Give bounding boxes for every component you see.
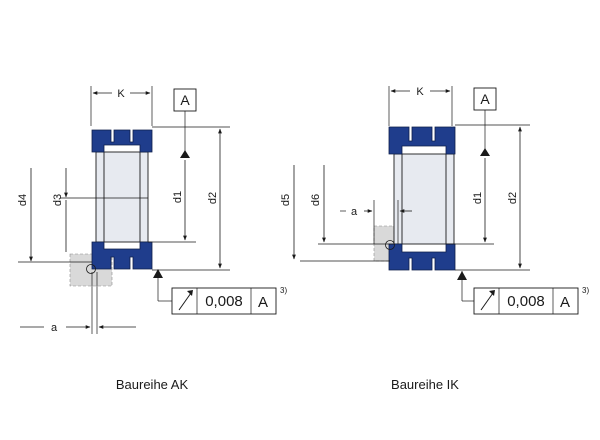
right-seal-bottom [388, 243, 456, 271]
left-d4-label: d4 [17, 194, 29, 206]
right-note-ref: 3) [582, 286, 589, 295]
left-seal-bottom [91, 241, 153, 270]
left-caption: Baureihe AK [116, 377, 189, 392]
right-d2-label: d2 [507, 192, 519, 204]
left-d3-label: d3 [52, 194, 64, 206]
right-tolerance-frame: 0,008 A [473, 287, 579, 315]
left-tolerance-frame: 0,008 A [171, 287, 277, 315]
svg-text:0,008: 0,008 [507, 293, 545, 310]
right-caption: Baureihe IK [391, 377, 459, 392]
svg-text:A: A [560, 294, 570, 311]
right-k-label: K [416, 86, 424, 98]
left-k-label: K [117, 88, 125, 100]
right-datum-label: A [480, 91, 490, 107]
left-seal-top [91, 129, 153, 153]
right-view: K A d5 d6 a [280, 86, 589, 392]
left-a-label: a [51, 322, 58, 334]
right-d1-label: d1 [472, 192, 484, 204]
runout-arrow-icon [178, 292, 192, 311]
left-d1-label: d1 [172, 191, 184, 203]
left-datum-label: A [180, 92, 190, 108]
right-ring [393, 153, 455, 245]
svg-text:A: A [258, 294, 268, 311]
right-d5-label: d5 [280, 194, 292, 206]
left-note-ref: 3) [280, 286, 287, 295]
right-d6-label: d6 [310, 194, 322, 206]
left-ring [95, 151, 149, 243]
runout-arrow-icon [480, 292, 494, 311]
right-seal-top [388, 126, 456, 155]
left-view: K A d4 d3 d1 d2 [17, 86, 287, 392]
left-d2-label: d2 [207, 192, 219, 204]
svg-text:0,008: 0,008 [205, 293, 243, 310]
right-a-label: a [351, 206, 358, 218]
